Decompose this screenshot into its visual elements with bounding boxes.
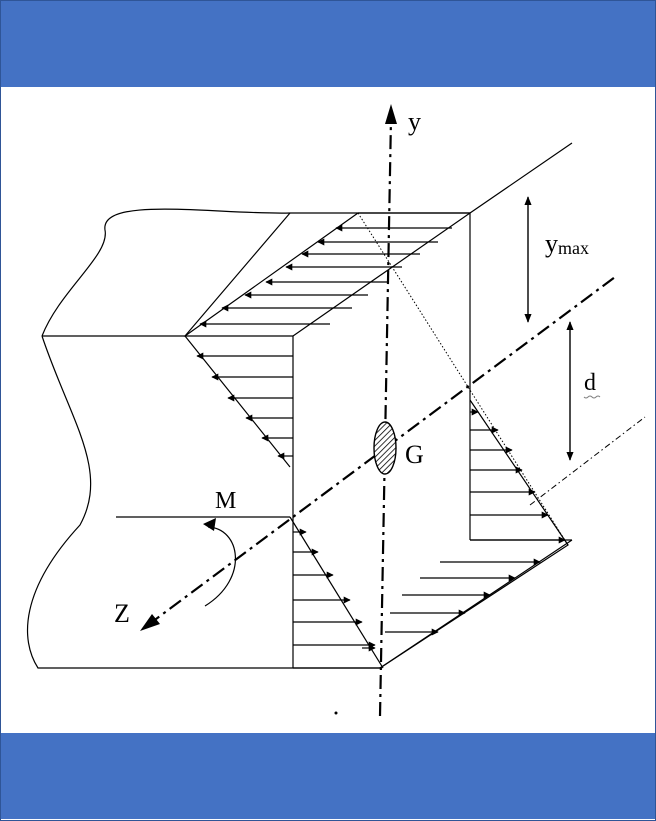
stray-dot: [334, 711, 338, 715]
moment-label: M: [215, 488, 236, 514]
beam-outline: [26, 142, 573, 669]
ymax-label: ymax: [545, 229, 589, 258]
moment-arc: [204, 526, 236, 607]
stress-reference-line: [357, 212, 569, 546]
y-axis-arrowhead: [385, 104, 397, 124]
d-reference-line: [529, 416, 646, 506]
cross-section-bottom-edge: [293, 539, 573, 669]
moment-arrowhead: [203, 518, 216, 531]
centroid-marker: [373, 421, 397, 475]
footer-band: [1, 733, 655, 819]
z-axis-arrowhead: [140, 614, 160, 631]
compression-stress-profile: [184, 212, 470, 468]
header-band: [1, 1, 655, 87]
cross-section-left-edge: [183, 212, 294, 668]
cross-section-face: [292, 211, 471, 540]
y-axis-line: [378, 117, 393, 717]
d-label: d: [584, 370, 596, 396]
beam-top-edge: [41, 142, 573, 337]
z-axis-label: Z: [114, 599, 130, 628]
centroid-label: G: [405, 440, 424, 469]
tension-stress-profile: [289, 399, 569, 669]
y-axis-label: y: [408, 107, 421, 136]
beam-left-face-outline: [26, 335, 380, 669]
d-label-underline: [583, 395, 601, 399]
